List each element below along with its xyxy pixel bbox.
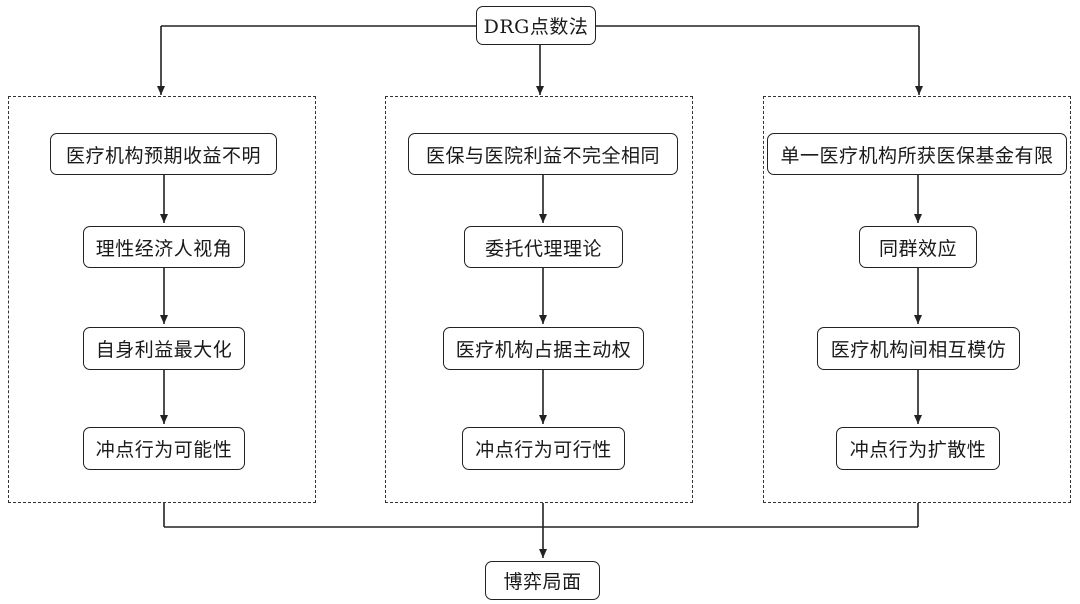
col1-step2-label: 理性经济人视角 [95,237,233,260]
col3-step1-node: 单一医疗机构所获医保基金有限 [767,133,1067,175]
col3-step3-label: 医疗机构间相互模仿 [830,339,1007,361]
col2-step1-label: 医保与医院利益不完全相同 [425,144,660,167]
col1-step4-label: 冲点行为可能性 [95,439,233,461]
col3-step1-label: 单一医疗机构所获医保基金有限 [780,144,1054,167]
col3-step2-node: 同群效应 [859,226,977,268]
col2-step2-node: 委托代理理论 [464,226,623,268]
col3-step4-node: 冲点行为扩散性 [836,427,1000,470]
group-frame-middle [385,96,693,503]
col2-step1-node: 医保与医院利益不完全相同 [408,133,678,175]
col2-step4-label: 冲点行为可行性 [475,439,612,461]
col1-step1-node: 医疗机构预期收益不明 [50,133,277,175]
bottom-node-label: 博弈局面 [503,571,582,593]
top-node: DRG点数法 [476,6,596,45]
bottom-node: 博弈局面 [485,561,600,600]
col3-step3-node: 医疗机构间相互模仿 [817,327,1020,370]
col3-step4-label: 冲点行为扩散性 [849,439,987,461]
col1-step1-label: 医疗机构预期收益不明 [65,144,261,167]
col2-step4-node: 冲点行为可行性 [462,427,625,470]
col2-step3-node: 医疗机构占据主动权 [443,327,644,370]
col1-step3-label: 自身利益最大化 [95,339,233,361]
col1-step3-node: 自身利益最大化 [83,327,245,370]
col3-step2-label: 同群效应 [878,237,957,260]
col2-step3-label: 医疗机构占据主动权 [455,339,632,361]
top-node-label: DRG点数法 [483,16,589,38]
col1-step4-node: 冲点行为可能性 [83,427,245,470]
group-frame-left [8,96,316,503]
group-frame-right [763,96,1071,503]
col2-step2-label: 委托代理理论 [484,237,602,260]
col1-step2-node: 理性经济人视角 [83,226,245,268]
